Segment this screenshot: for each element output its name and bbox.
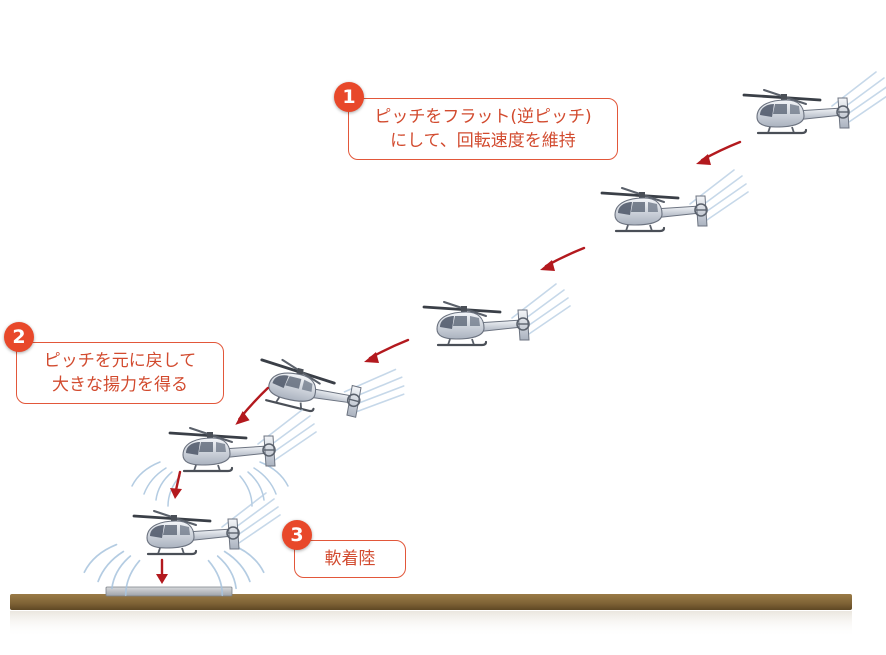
step-2-line-2: 大きな揚力を得る [52,375,188,395]
motion-arrow-icon [156,558,168,584]
step-3-line-1: 軟着陸 [324,549,376,569]
step-2-callout: ピッチを元に戻して 大きな揚力を得る [16,342,224,404]
helicopter-icon [251,336,411,434]
motion-arrow-icon [362,338,410,365]
step-1-line-1: ピッチをフラット(逆ピッチ) [374,107,592,127]
step-3-callout: 軟着陸 [294,540,406,578]
step-2-badge: 2 [4,322,34,352]
downwash-icon [131,461,289,507]
motion-arrow-icon [538,246,586,273]
motion-arrow-icon [694,140,742,167]
step-3-badge: 3 [282,520,312,550]
ground-reflection [10,611,852,637]
step-1-badge: 1 [334,82,364,112]
helicopter-icon [600,168,750,233]
motion-arrow-icon [225,386,278,428]
helicopter-icon [132,491,282,556]
step-1-line-2: にして、回転速度を維持 [390,131,576,151]
step-1-callout: ピッチをフラット(逆ピッチ) にして、回転速度を維持 [348,98,618,160]
motion-arrow-icon [170,470,182,499]
helicopter-icon [422,282,572,347]
landing-pad-icon [105,586,233,597]
ground-strip [10,594,852,610]
helicopter-icon [742,70,886,135]
step-2-line-1: ピッチを元に戻して [43,351,197,371]
